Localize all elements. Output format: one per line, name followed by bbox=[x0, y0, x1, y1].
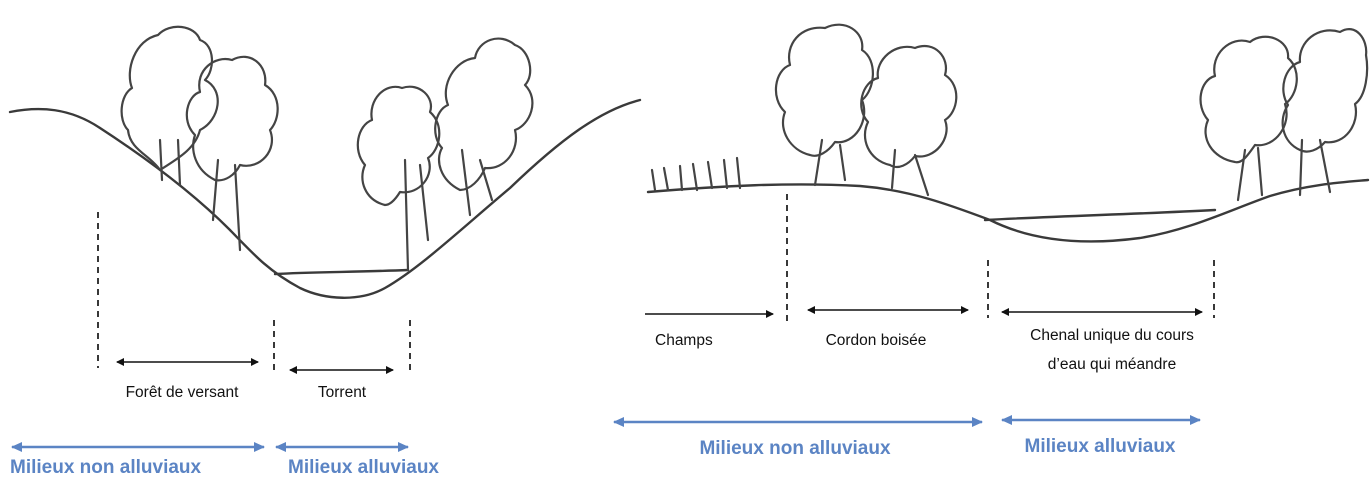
left-panel: Forêt de versant Torrent Milieux non all… bbox=[10, 27, 640, 477]
right-ground-profile bbox=[648, 180, 1368, 241]
right-zone-non-alluviaux: Milieux non alluviaux bbox=[699, 438, 891, 459]
right-channel-water-line bbox=[985, 210, 1215, 220]
left-zone-alluviaux: Milieux alluviaux bbox=[288, 457, 439, 477]
riparian-trees bbox=[1201, 29, 1368, 200]
label-cordon-boisee: Cordon boisée bbox=[826, 332, 927, 349]
left-zone-non-alluviaux: Milieux non alluviaux bbox=[10, 457, 202, 477]
label-chenal-line2: d’eau qui méandre bbox=[1048, 356, 1176, 373]
label-foret-de-versant: Forêt de versant bbox=[126, 384, 240, 401]
right-panel: Champs Cordon boisée Chenal unique du co… bbox=[614, 25, 1368, 459]
label-torrent: Torrent bbox=[318, 384, 367, 401]
label-chenal-line1: Chenal unique du cours bbox=[1030, 327, 1194, 344]
left-forest-trees bbox=[122, 27, 278, 250]
field-grass bbox=[652, 158, 740, 190]
left-valley-profile bbox=[10, 100, 640, 298]
right-zone-alluviaux: Milieux alluviaux bbox=[1025, 436, 1176, 457]
right-bank-trees bbox=[358, 39, 533, 270]
left-torrent-water-line bbox=[275, 270, 408, 274]
cordon-boise-trees bbox=[776, 25, 956, 195]
label-champs: Champs bbox=[655, 332, 713, 349]
